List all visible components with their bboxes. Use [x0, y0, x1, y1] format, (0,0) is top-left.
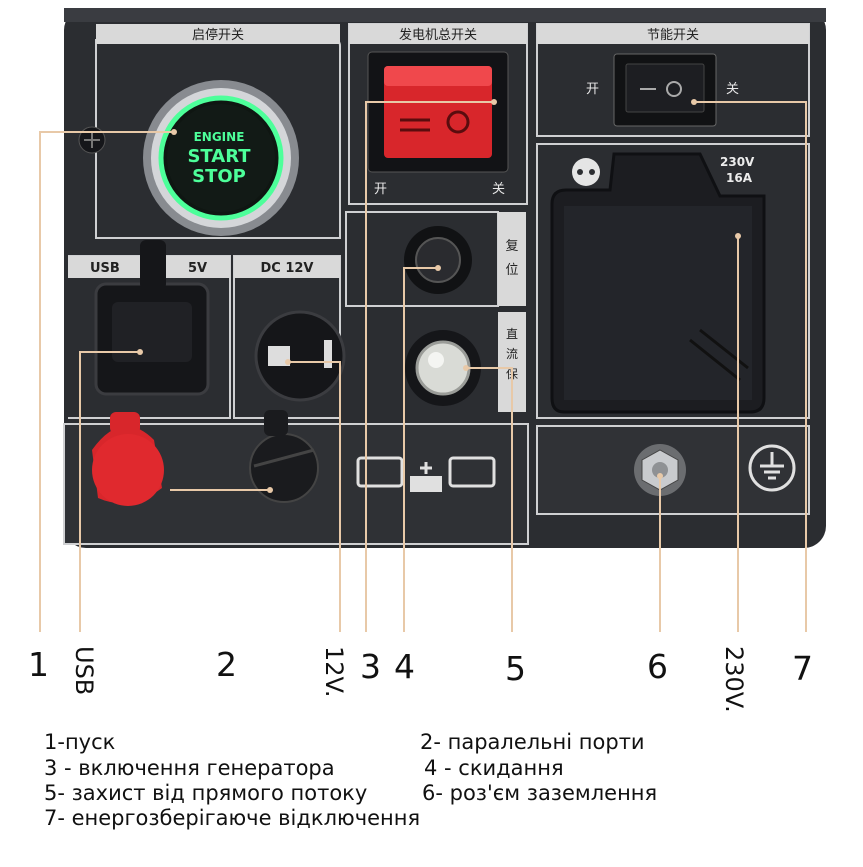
- leader-7: [694, 101, 807, 632]
- red-cap-strap: [110, 412, 140, 434]
- dc-protect-label-2: 流: [506, 347, 518, 361]
- legend-7: 7- енергозберігаюче відключення: [44, 806, 421, 830]
- schuko-pin-left: [577, 169, 583, 175]
- switch-symbol-on-icon: [400, 118, 430, 132]
- screw-slot: [84, 132, 100, 148]
- button-text-engine: ENGINE: [194, 130, 245, 144]
- callout-230v: 230V.: [720, 646, 748, 713]
- eco-on-label: 开: [586, 82, 599, 97]
- callout-7: 7: [792, 649, 813, 688]
- plus-icon: [420, 462, 432, 474]
- leader-dot-6: [657, 473, 663, 479]
- legend-1: 1-пуск: [44, 730, 116, 754]
- start-stop-header-bar: [96, 24, 340, 44]
- generator-main-switch[interactable]: [384, 66, 492, 158]
- legend-5: 5- захист від прямого потоку: [44, 781, 368, 805]
- black-parallel-port[interactable]: [249, 433, 319, 503]
- dc12-socket-pin-b: [324, 340, 332, 368]
- usb-voltage-label: 5V: [188, 261, 207, 276]
- battery-icon-left: [356, 456, 404, 488]
- leader-dot-7: [691, 99, 697, 105]
- leader-dot-5: [463, 365, 469, 371]
- leader-dot-12v: [285, 359, 291, 365]
- dc12-socket[interactable]: [254, 310, 346, 402]
- generator-on-label: 开: [374, 182, 387, 197]
- start-stop-header: 启停开关: [192, 27, 244, 43]
- dc12-socket-pin-a: [268, 346, 290, 366]
- eco-off-label: 关: [726, 82, 739, 97]
- dc-breaker-highlight: [428, 352, 444, 368]
- legend-6: 6- роз'єм заземлення: [422, 781, 658, 805]
- legend-3: 3 - включення генератора: [44, 756, 335, 780]
- leader-usb: [79, 351, 140, 632]
- leader-dot-3: [491, 99, 497, 105]
- callout-usb: USB: [70, 646, 98, 696]
- ground-terminal-bolt: [652, 462, 668, 478]
- dc-protect-label-1: 直: [506, 327, 518, 341]
- button-text-stop: STOP: [192, 166, 246, 187]
- legend-2: 2- паралельні порти: [420, 730, 645, 754]
- reset-label-bar: [498, 212, 526, 306]
- callout-1: 1: [28, 645, 49, 684]
- callout-6: 6: [647, 647, 668, 686]
- ground-icon: [748, 444, 796, 492]
- usb-label: USB: [90, 261, 120, 276]
- leader-1: [39, 131, 174, 632]
- callout-3: 3: [360, 647, 381, 686]
- eco-switch-circle-icon: [666, 81, 682, 97]
- leader-dot-230v: [735, 233, 741, 239]
- black-cap-ridge: [253, 448, 315, 468]
- reset-button[interactable]: [415, 237, 461, 283]
- schuko-icon: [572, 158, 600, 186]
- socket-rating-current: 16A: [726, 171, 753, 185]
- dc12-label: DC 12V: [260, 261, 313, 276]
- socket-frame: [536, 143, 810, 419]
- generator-switch-header: 发电机总开关: [399, 27, 477, 43]
- usb-cover-strap: [140, 240, 166, 290]
- reset-label-2: 位: [505, 263, 518, 278]
- generator-off-label: 关: [492, 182, 505, 197]
- usb-cover-inner: [112, 302, 192, 362]
- black-cap-strap: [264, 410, 288, 436]
- start-button[interactable]: [167, 104, 275, 212]
- leader-12v: [288, 361, 341, 632]
- leader-dot-1: [171, 129, 177, 135]
- ground-symbol-lines: [760, 452, 784, 480]
- panel-top-edge: [64, 8, 826, 22]
- socket-cover-face: [564, 206, 752, 400]
- button-text-start: START: [187, 146, 251, 167]
- dc-breaker-button[interactable]: [415, 340, 471, 396]
- leader-dot-usb: [137, 349, 143, 355]
- leader-5: [466, 367, 513, 632]
- leader-3: [365, 101, 494, 632]
- schuko-pin-right: [589, 169, 595, 175]
- switch-symbol-off-icon: [446, 110, 470, 134]
- eco-switch[interactable]: [625, 63, 705, 113]
- callout-2: 2: [216, 645, 237, 684]
- generator-switch-highlight: [384, 66, 492, 86]
- battery-icon-right: [448, 456, 496, 488]
- socket-cover-ridge: [689, 328, 749, 382]
- callout-12v: 12V.: [320, 646, 348, 698]
- dc12-header-bar: [234, 256, 340, 278]
- red-parallel-port[interactable]: [92, 434, 164, 506]
- generator-switch-header-bar: [349, 24, 527, 44]
- legend-4: 4 - скидання: [424, 756, 564, 780]
- leader-lines: [39, 101, 807, 632]
- socket-rating-voltage: 230V: [720, 155, 755, 169]
- leader-dot-2: [267, 487, 273, 493]
- parallel-link-icon: [410, 476, 442, 492]
- reset-label-1: 复: [505, 239, 518, 254]
- eco-switch-header-bar: [537, 24, 809, 44]
- leader-4: [403, 267, 438, 632]
- callout-5: 5: [505, 649, 526, 688]
- leader-dot-4: [435, 265, 441, 271]
- eco-switch-header: 节能开关: [647, 28, 699, 43]
- callout-4: 4: [394, 647, 415, 686]
